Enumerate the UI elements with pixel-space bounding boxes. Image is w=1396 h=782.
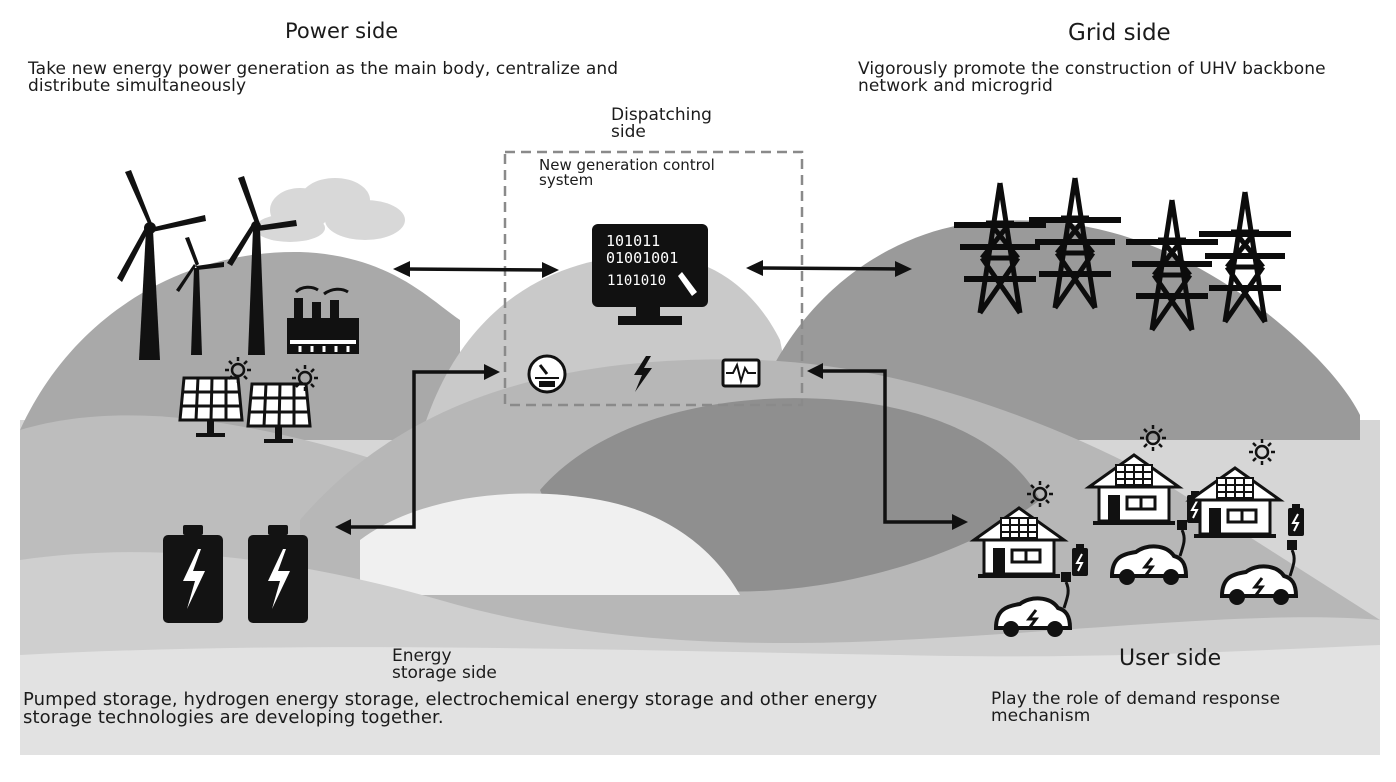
control-system-box [503,150,804,407]
monitor-line-1: 101011 [606,232,660,250]
dispatching-side-title: Dispatching side [611,105,712,142]
control-system-label: New generation control system [539,156,715,189]
grid-side-description: Vigorously promote the construction of U… [858,59,1326,96]
hills [20,220,1380,755]
lightning-icon [634,356,652,392]
waveform-icon [721,358,761,388]
monitor-line-2: 01001001 [606,249,678,267]
connection-arrows [346,266,958,529]
gauge-icon [527,354,567,394]
user-side-title: User side [1119,646,1222,671]
factory-icon [287,285,359,354]
cloud-icon [255,178,405,242]
monitor-line-3: 1101010 [607,273,666,289]
energy-storage-description: Pumped storage, hydrogen energy storage,… [23,689,878,728]
energy-storage-side-title: Energy storage side [392,646,497,683]
wind-turbine-icon [117,170,297,360]
power-side-title: Power side [285,19,399,43]
user-side-description: Play the role of demand response mechani… [991,689,1281,726]
arrow-heads [335,260,968,535]
power-side-description: Take new energy power generation as the … [28,59,619,96]
grid-side-title: Grid side [1068,20,1171,46]
monitor-icon: 101011 01001001 1101010 [592,224,708,325]
